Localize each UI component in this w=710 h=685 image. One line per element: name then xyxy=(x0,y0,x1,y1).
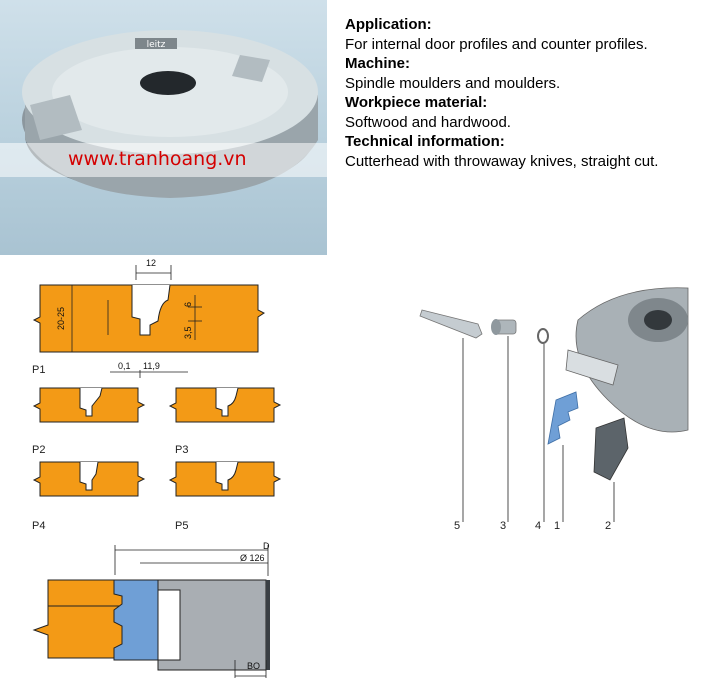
profile-p2 xyxy=(32,387,146,423)
dim-11-9: 11,9 xyxy=(143,361,160,371)
dim-diameter-126: Ø 126 xyxy=(240,553,265,563)
machine-heading: Machine: xyxy=(345,55,411,72)
section-drawing xyxy=(32,545,270,678)
product-photo: leitz xyxy=(0,0,327,255)
part-label-1: 1 xyxy=(554,520,561,532)
cutter-body xyxy=(565,287,689,433)
profile-p1-drawing xyxy=(32,265,265,353)
workpiece-heading: Workpiece material: xyxy=(345,94,488,111)
machine-text: Spindle moulders and moulders. xyxy=(345,74,561,92)
dim-12: 12 xyxy=(146,258,157,268)
exploded-parts-drawing xyxy=(419,287,689,522)
dim-6: 6 xyxy=(183,301,193,307)
part-3-screw xyxy=(491,319,517,335)
part-1-blue-knife xyxy=(547,391,579,445)
label-p4: P4 xyxy=(32,520,46,532)
profile-p3 xyxy=(168,387,282,423)
application-text: For internal door profiles and counter p… xyxy=(345,35,648,53)
dim-0-1: 0,1 xyxy=(118,361,131,371)
technical-text: Cutterhead with throwaway knives, straig… xyxy=(345,152,659,170)
part-label-4: 4 xyxy=(535,520,542,532)
workpiece-text: Softwood and hardwood. xyxy=(345,113,511,131)
profile-p5 xyxy=(168,461,282,497)
dim-D: D xyxy=(263,541,270,551)
profile-p4 xyxy=(32,461,146,497)
dim-line-0-1-11-9 xyxy=(110,370,188,378)
part-label-2: 2 xyxy=(605,520,612,532)
profiles-p2-p5-drawing xyxy=(32,387,282,497)
dim-20-25: 20-25 xyxy=(56,306,66,330)
watermark-band xyxy=(0,143,327,177)
part-4-washer xyxy=(537,328,549,344)
info-block: Application: For internal door profiles … xyxy=(345,15,658,171)
part-2-clamp xyxy=(593,417,629,481)
part-label-3: 3 xyxy=(500,520,507,532)
watermark-text: www.tranhoang.vn xyxy=(68,148,247,170)
brand-logo: leitz xyxy=(147,40,166,50)
label-p1: P1 xyxy=(32,364,46,376)
part-label-5: 5 xyxy=(454,520,461,532)
application-heading: Application: xyxy=(345,16,432,33)
dim-3-5: 3,5 xyxy=(183,326,193,339)
dim-BO: BO xyxy=(247,661,261,671)
cutterhead-photo: leitz xyxy=(22,30,318,198)
label-p3: P3 xyxy=(175,444,189,456)
part-5-pin xyxy=(419,309,483,339)
label-p2: P2 xyxy=(32,444,46,456)
technical-heading: Technical information: xyxy=(345,133,505,150)
label-p5: P5 xyxy=(175,520,189,532)
